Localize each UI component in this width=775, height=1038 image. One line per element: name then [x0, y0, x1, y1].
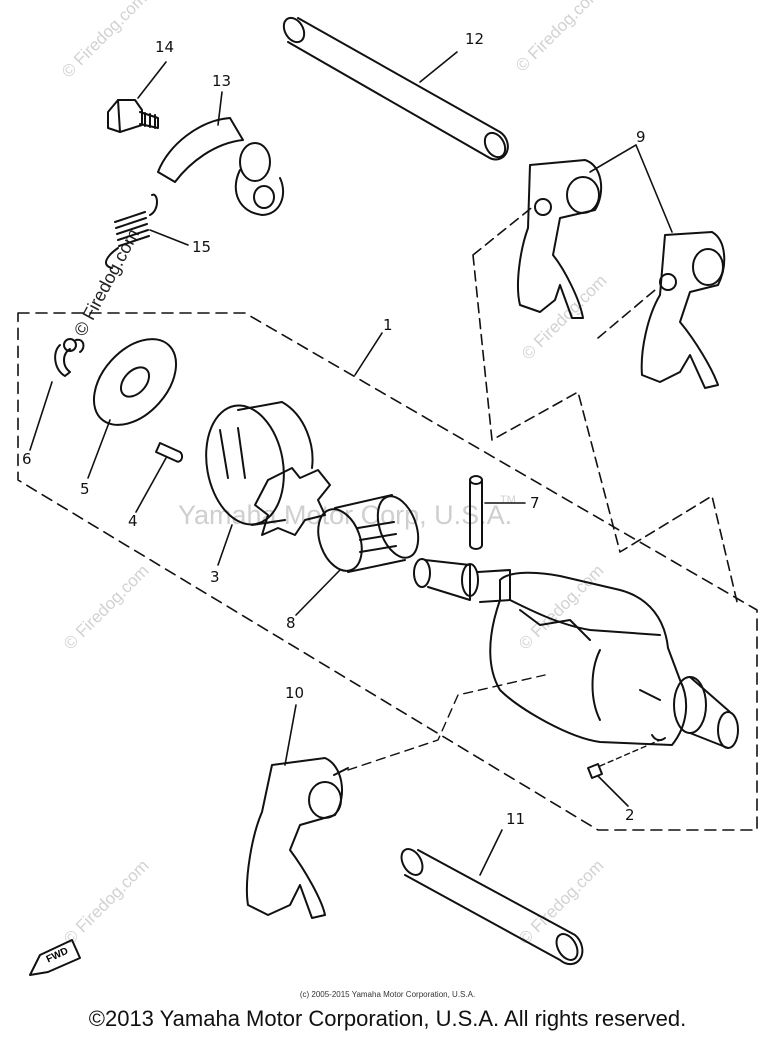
callout-line-11 [479, 829, 503, 876]
fork-group-outline-dashed [472, 204, 739, 607]
callout-1: 1 [383, 316, 393, 334]
callout-line-12 [419, 51, 458, 83]
callout-15: 15 [192, 238, 212, 256]
callout-line-10 [284, 704, 297, 766]
callout-line-5 [87, 419, 111, 479]
callout-7: 7 [530, 494, 540, 512]
washer-5 [92, 338, 178, 426]
callout-line-15 [149, 229, 189, 246]
ball-2 [587, 763, 603, 779]
callout-12: 12 [465, 30, 485, 48]
fork-outline-dashed-2 [597, 289, 656, 339]
copyright-footer: ©2013 Yamaha Motor Corporation, U.S.A. A… [88, 1006, 687, 1031]
callout-9: 9 [636, 128, 646, 146]
bearing-8 [317, 494, 420, 573]
shift-drum-1 [413, 558, 739, 749]
callout-line-1 [354, 332, 383, 376]
callout-line-8 [295, 569, 341, 616]
callout-line-3 [217, 524, 233, 566]
callout-14: 14 [155, 38, 175, 56]
stopper-lever-13 [157, 117, 285, 216]
callout-4: 4 [128, 512, 138, 530]
callout-line-2b [599, 739, 661, 767]
callout-line-9 [589, 144, 673, 233]
fwd-arrow-icon [29, 939, 81, 976]
callout-line-13 [217, 91, 223, 126]
callout-13: 13 [212, 72, 232, 90]
shift-fork-10 [245, 757, 349, 919]
pin-4 [155, 442, 184, 463]
shift-fork-9-b [640, 231, 726, 389]
callout-line-14 [137, 61, 167, 99]
callout-3: 3 [210, 568, 220, 586]
callout-2: 2 [625, 806, 635, 824]
assembly-outline-dashed [17, 312, 758, 831]
shift-cam-segment-3 [205, 401, 331, 536]
copyright-small: (c) 2005-2015 Yamaha Motor Corporation, … [299, 990, 476, 999]
bolt-14 [107, 99, 159, 133]
shaft-11 [400, 848, 584, 966]
callout-5: 5 [80, 480, 90, 498]
dowel-pin-7 [469, 475, 483, 550]
callout-8: 8 [286, 614, 296, 632]
callout-10: 10 [285, 684, 305, 702]
shift-fork-9-a [517, 159, 603, 319]
shaft-12 [282, 16, 509, 161]
callout-line-4 [135, 457, 167, 513]
callout-line-2 [597, 775, 629, 807]
circlip-6 [54, 338, 85, 377]
callout-line-6 [29, 381, 53, 451]
callout-6: 6 [22, 450, 32, 468]
callout-line-10b [347, 674, 546, 771]
spring-15 [105, 193, 158, 269]
callout-11: 11 [506, 810, 526, 828]
